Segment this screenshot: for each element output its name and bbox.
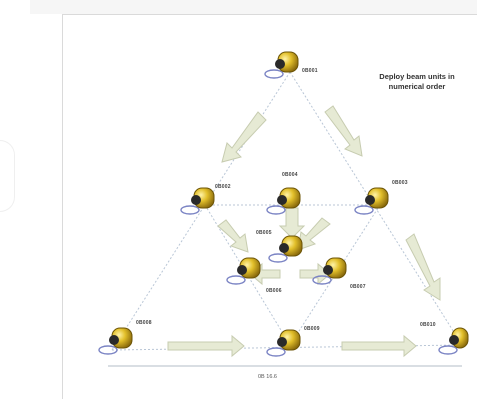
instruction-caption: Deploy beam units in numerical order bbox=[352, 72, 477, 92]
arrows bbox=[167, 105, 441, 358]
arrow-upper-right-to-center bbox=[297, 217, 331, 251]
node-label-center-top: 0B004 bbox=[282, 172, 298, 178]
guide-line-left bbox=[111, 71, 291, 351]
beam-unit-center-left-icon bbox=[226, 257, 261, 285]
node-label-center-right: 0B007 bbox=[350, 284, 366, 290]
node-label-top: 0B001 bbox=[302, 68, 318, 74]
arrow-bottom-mid-to-bottom-right bbox=[341, 334, 417, 358]
beam-unit-bottom-mid-icon bbox=[266, 329, 301, 357]
node-label-bottom-mid: 0B009 bbox=[304, 326, 320, 332]
beam-unit-center-right-icon bbox=[312, 257, 347, 285]
beam-units bbox=[98, 51, 469, 357]
arrow-center-right bbox=[299, 262, 331, 286]
beam-unit-top-icon bbox=[264, 51, 299, 79]
node-label-bottom-right: 0B010 bbox=[420, 322, 436, 328]
node-label-center-left: 0B006 bbox=[266, 288, 282, 294]
arrow-upper-left-to-center bbox=[217, 219, 249, 253]
beam-unit-upper-left-icon bbox=[180, 187, 215, 215]
caption-line-2: numerical order bbox=[388, 82, 446, 91]
beam-unit-bottom-right-icon bbox=[438, 327, 469, 355]
arrow-upper-right-to-bottom-right bbox=[405, 233, 441, 301]
axis-label: 0B 16.6 bbox=[258, 374, 277, 380]
caption-line-1: Deploy beam units in bbox=[379, 72, 455, 81]
node-label-bottom-left: 0B008 bbox=[136, 320, 152, 326]
beam-unit-upper-right-icon bbox=[354, 187, 389, 215]
beam-unit-bottom-left-icon bbox=[98, 327, 133, 355]
node-label-upper-left: 0B002 bbox=[215, 184, 231, 190]
arrow-top-to-upper-left bbox=[221, 111, 267, 163]
arrow-bottom-left-to-bottom-mid bbox=[167, 334, 245, 358]
arrow-center-down bbox=[278, 207, 306, 239]
beam-unit-center-top-icon bbox=[266, 187, 301, 215]
arrow-top-to-upper-right bbox=[324, 105, 363, 157]
node-label-upper-right: 0B003 bbox=[392, 180, 408, 186]
beam-unit-center-mid-icon bbox=[268, 235, 303, 263]
node-label-center-mid: 0B005 bbox=[256, 230, 272, 236]
top-strip bbox=[30, 0, 477, 14]
